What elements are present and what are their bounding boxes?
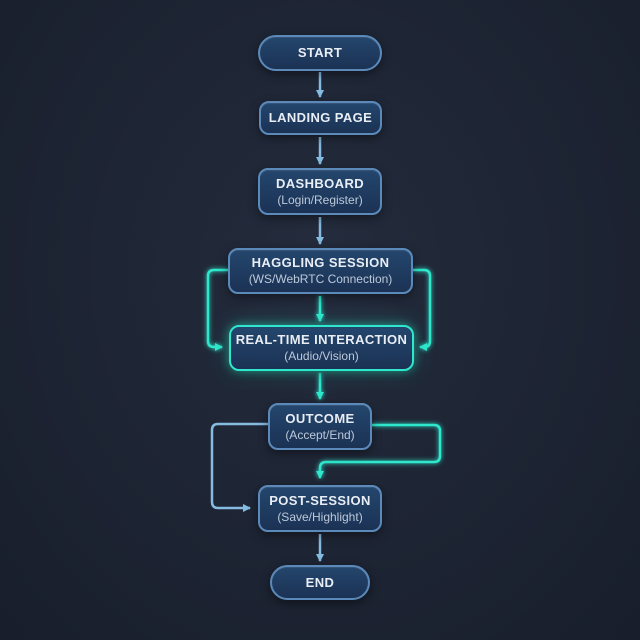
node-start: START xyxy=(258,35,382,71)
node-haggling-session-sublabel: (WS/WebRTC Connection) xyxy=(248,272,393,286)
node-realtime-interaction: REAL-TIME INTERACTION (Audio/Vision) xyxy=(229,325,414,371)
edge-outcome-post-loop-right xyxy=(316,423,442,479)
node-outcome-sublabel: (Accept/End) xyxy=(285,427,355,442)
edge-haggling-realtime-loop-right xyxy=(413,268,432,351)
node-post-session: POST-SESSION (Save/Highlight) xyxy=(258,485,382,532)
node-landing-page: LANDING PAGE xyxy=(259,101,382,135)
node-end-label: END xyxy=(305,574,335,590)
node-haggling-session: HAGGLING SESSION (WS/WebRTC Connection) xyxy=(228,248,413,294)
node-haggling-session-label: HAGGLING SESSION xyxy=(251,255,390,270)
edge-haggling-realtime-loop-left xyxy=(206,268,228,351)
node-post-session-sublabel: (Save/Highlight) xyxy=(277,509,363,524)
node-end: END xyxy=(270,565,370,600)
node-realtime-interaction-label: REAL-TIME INTERACTION xyxy=(235,332,408,347)
node-outcome: OUTCOME (Accept/End) xyxy=(268,403,372,450)
node-start-label: START xyxy=(297,45,343,60)
node-post-session-label: POST-SESSION xyxy=(269,492,371,508)
node-dashboard-sublabel: (Login/Register) xyxy=(277,192,363,207)
edge-outcome-post-loop-left xyxy=(210,422,268,512)
node-landing-page-label: LANDING PAGE xyxy=(268,110,373,125)
node-dashboard: DASHBOARD (Login/Register) xyxy=(258,168,382,215)
node-dashboard-label: DASHBOARD xyxy=(275,175,365,191)
node-realtime-interaction-sublabel: (Audio/Vision) xyxy=(284,349,359,363)
node-outcome-label: OUTCOME xyxy=(285,410,355,426)
